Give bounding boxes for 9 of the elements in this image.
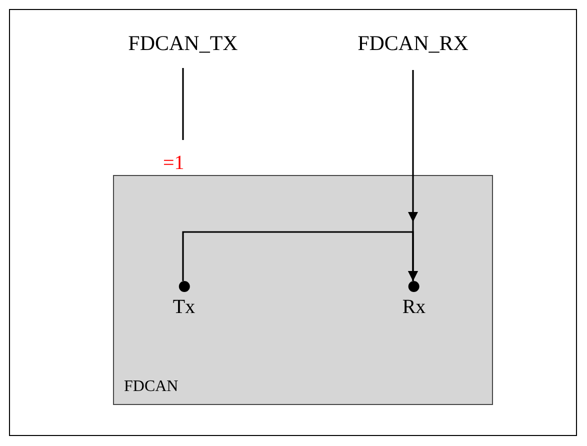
- arrow: [182, 231, 418, 281]
- signal-label: FDCAN_RX: [358, 31, 468, 56]
- value-note: =1: [163, 153, 184, 173]
- module-box: [113, 175, 493, 405]
- terminal-label: Tx: [172, 296, 196, 318]
- module-label: FDCAN: [124, 378, 178, 396]
- terminal-label: Rx: [402, 296, 426, 318]
- signal-line: [182, 68, 184, 140]
- signal-label: FDCAN_TX: [128, 31, 238, 56]
